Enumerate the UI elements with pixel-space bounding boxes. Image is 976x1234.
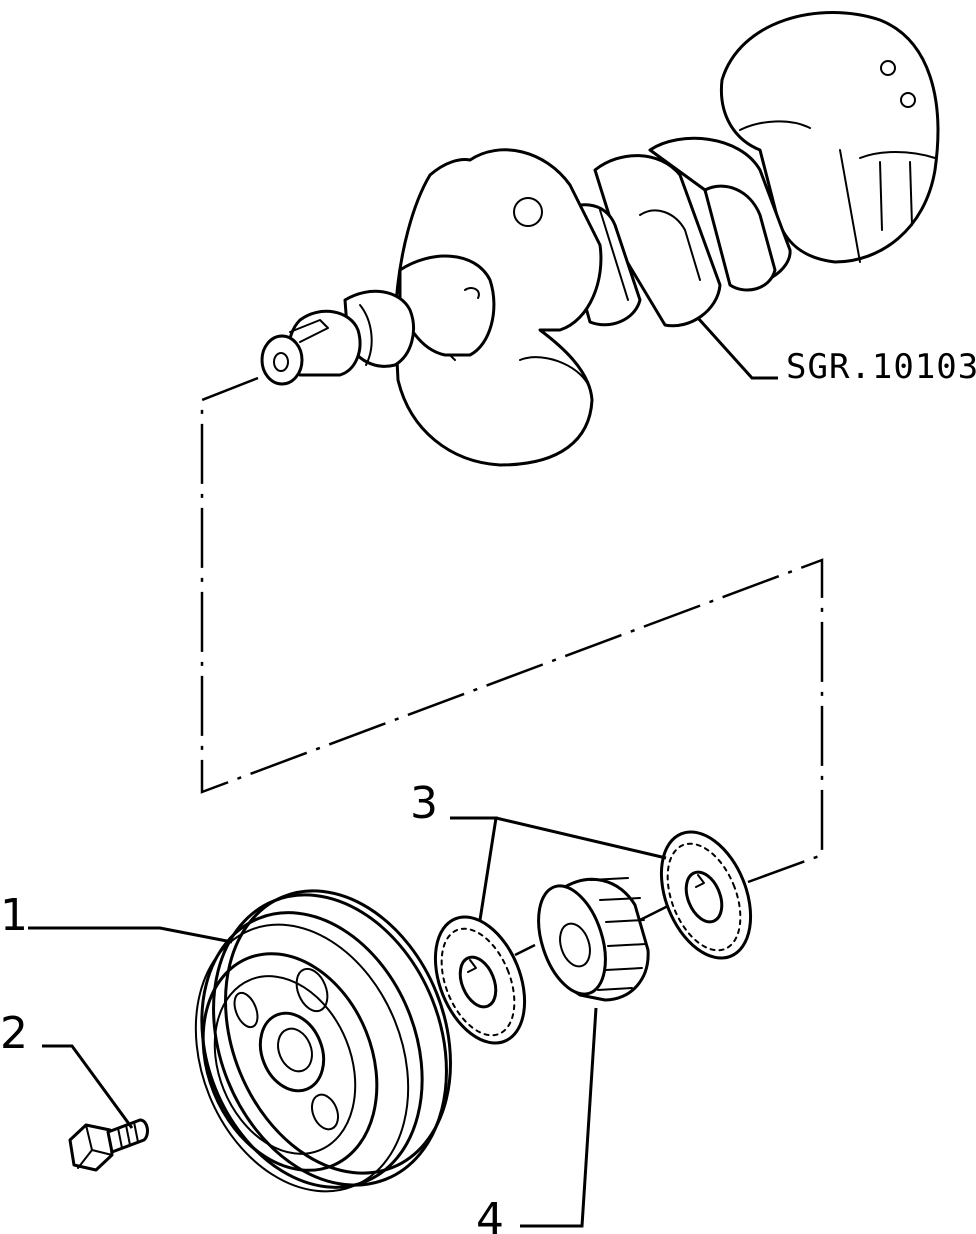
washer-rear xyxy=(659,830,753,960)
bolt xyxy=(68,1118,149,1172)
timing-gear xyxy=(537,877,650,1002)
reference-code: SGR.10103 xyxy=(786,347,976,387)
assembly-axis-lines xyxy=(200,376,824,957)
callout-4: 4 xyxy=(476,1194,504,1234)
leader-lines xyxy=(28,316,778,1228)
crankshaft xyxy=(260,11,940,467)
callout-2: 2 xyxy=(0,1008,28,1059)
washer-front xyxy=(433,915,527,1045)
callout-1: 1 xyxy=(0,890,28,941)
callout-3: 3 xyxy=(410,778,438,829)
pulley xyxy=(194,889,452,1193)
